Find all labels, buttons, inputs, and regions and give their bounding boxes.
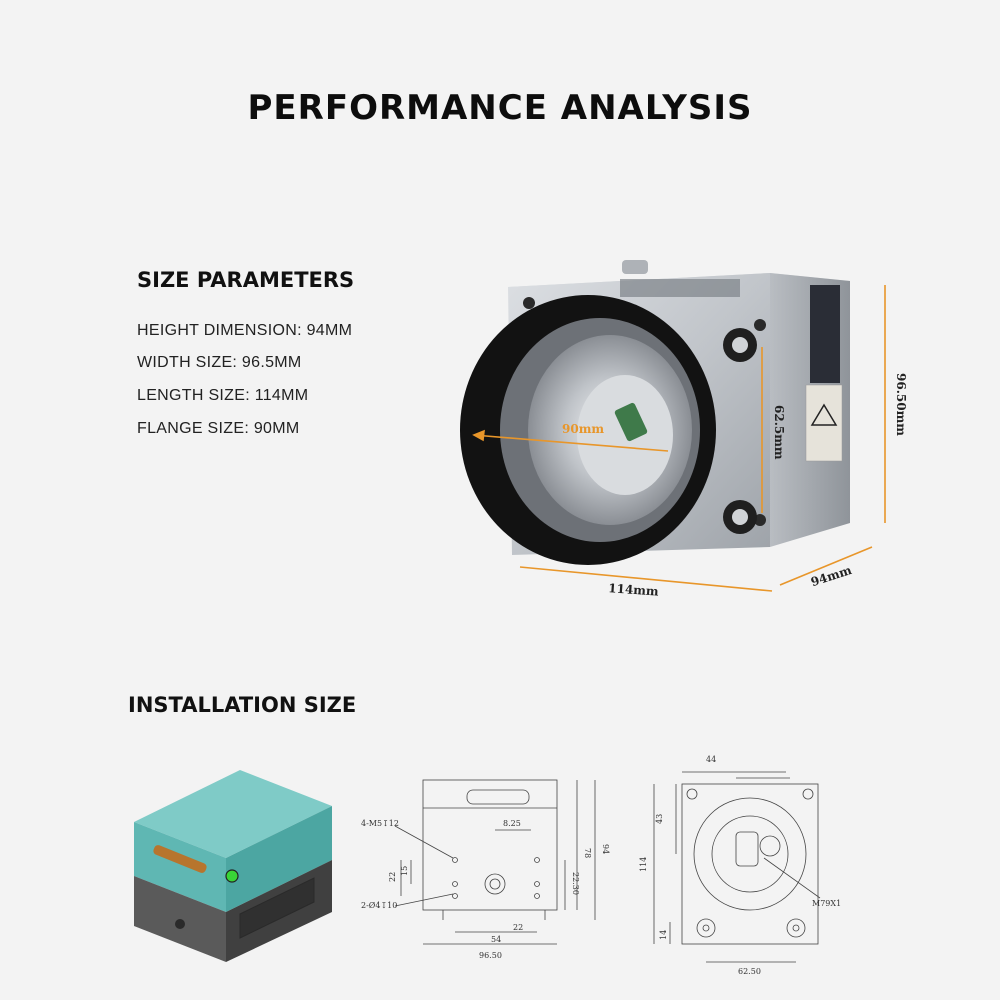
- size-parameters-heading: SIZE PARAMETERS: [137, 268, 355, 292]
- front-body-outline: [422, 779, 558, 911]
- label-78: 78: [583, 848, 592, 858]
- teal-left-face: [134, 822, 226, 912]
- dim-flange-arrow: [472, 429, 485, 442]
- label-m5: 4-M5↧12: [361, 819, 399, 828]
- label-22-30: 22.30: [571, 872, 580, 895]
- laser-warning-icon: [810, 403, 838, 426]
- teal-right-face: [226, 806, 332, 912]
- label-44: 44: [706, 755, 716, 764]
- front-technical-drawing: 4-M5↧12 2-Ø4↧10 8.25 22 15 78 94 22.30 2…: [361, 779, 610, 960]
- dim-hole-spacing-label: 62.5mm: [772, 405, 786, 460]
- dim-depth-label: 94mm: [809, 563, 854, 589]
- spec-length: LENGTH SIZE: 114MM: [137, 387, 309, 404]
- installation-size-heading: INSTALLATION SIZE: [128, 693, 357, 717]
- led-indicator: [225, 869, 239, 883]
- dim-depth-line: [779, 546, 873, 586]
- dim-flange-line: [473, 434, 669, 452]
- dim-flange-label: 90mm: [562, 422, 604, 436]
- front-port: [175, 919, 185, 929]
- label-phi4: 2-Ø4↧10: [361, 901, 397, 910]
- mirror-green: [614, 402, 648, 442]
- vent-grille: [239, 877, 315, 939]
- side-label-warning: [805, 384, 843, 462]
- page-title: PERFORMANCE ANALYSIS: [247, 88, 753, 128]
- spec-flange: FLANGE SIZE: 90MM: [137, 420, 300, 437]
- flange-circle-inner: [711, 815, 789, 893]
- top-knob: [622, 260, 648, 274]
- mount-post-bottom-inner: [732, 509, 748, 525]
- side-body-outline: [681, 783, 819, 945]
- screw-top-left: [523, 297, 535, 309]
- spec-height: HEIGHT DIMENSION: 94MM: [137, 322, 353, 339]
- label-15: 15: [400, 866, 409, 876]
- isometric-render: [134, 770, 332, 962]
- db25-connector: [153, 845, 207, 873]
- flange-circle-outer: [693, 797, 807, 911]
- mount-post-top-inner: [732, 337, 748, 353]
- spec-width: WIDTH SIZE: 96.5MM: [137, 354, 302, 371]
- dim-length-line: [519, 566, 773, 592]
- screw-top-right: [754, 319, 766, 331]
- top-slot: [620, 279, 740, 297]
- db25-port: [466, 789, 530, 805]
- dim-length-label: 114mm: [608, 581, 660, 599]
- label-m79x1: M79X1: [812, 899, 841, 908]
- galvo-head-photo: 90mm 62.5mm 96.50mm 114mm 94mm: [460, 260, 908, 599]
- dim-lines: [472, 285, 886, 592]
- label-54: 54: [491, 935, 501, 944]
- dim-height-label: 96.50mm: [894, 373, 908, 436]
- label-22-horizontal: 22: [513, 923, 523, 932]
- label-43: 43: [655, 814, 664, 824]
- label-22-vertical: 22: [388, 872, 397, 882]
- label-14: 14: [659, 930, 668, 940]
- label-96-50: 96.50: [479, 951, 502, 960]
- label-94: 94: [601, 844, 610, 854]
- side-label-dark: [810, 285, 840, 383]
- label-62-50: 62.50: [738, 967, 761, 976]
- label-8-25: 8.25: [503, 819, 521, 828]
- label-114: 114: [639, 857, 648, 872]
- side-technical-drawing: 44 43 114 14 62.50 M79X1: [639, 755, 841, 976]
- teal-top-face: [134, 770, 332, 858]
